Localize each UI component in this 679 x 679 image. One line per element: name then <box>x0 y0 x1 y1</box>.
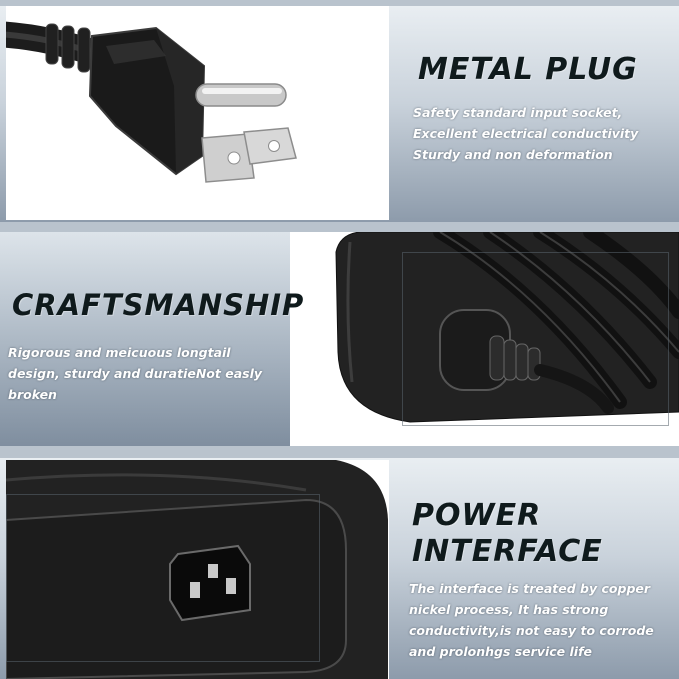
section-description: The interface is treated by copper nicke… <box>409 581 654 659</box>
power-interface-section: POWER INTERFACE The interface is treated… <box>0 458 679 679</box>
craftsmanship-photo <box>290 232 679 446</box>
metal-plug-section: METAL PLUG Safety standard input socket,… <box>0 6 679 222</box>
section-title: CRAFTSMANSHIP <box>12 288 305 322</box>
us-plug-icon <box>6 21 297 183</box>
metal-plug-photo <box>6 6 389 220</box>
section-title: POWER INTERFACE <box>412 498 603 569</box>
section-description: Rigorous and meicuous longtail design, s… <box>8 345 263 402</box>
craftsmanship-section: CRAFTSMANSHIP Rigorous and meicuous long… <box>0 232 679 446</box>
adapter-cable-icon <box>335 232 679 423</box>
section-description: Safety standard input socket, Excellent … <box>413 105 639 162</box>
section-title: METAL PLUG <box>418 52 638 87</box>
power-interface-photo <box>6 460 389 679</box>
power-socket-icon <box>6 460 388 679</box>
